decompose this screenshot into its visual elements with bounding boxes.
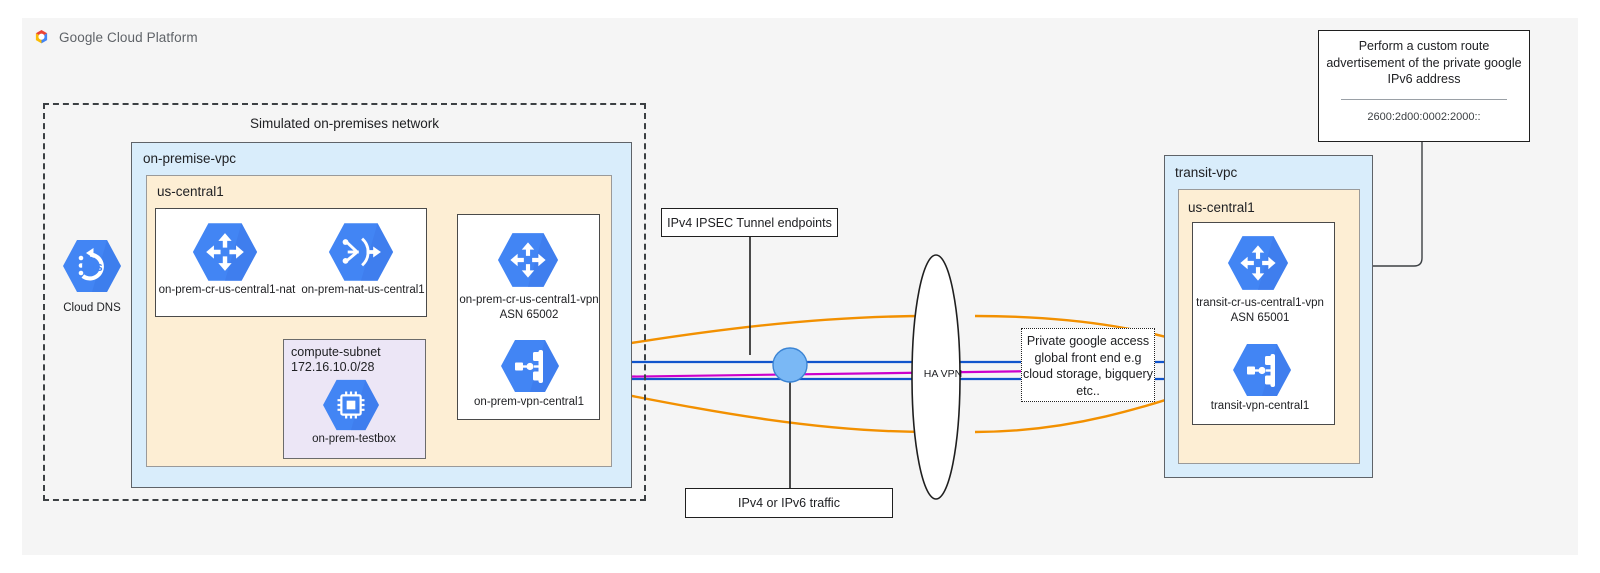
custom-route-divider (1341, 98, 1507, 100)
vpn-gateway-icon (499, 338, 559, 394)
cloud-dns-label: Cloud DNS (63, 302, 121, 314)
transit-cr-vpn-label: transit-cr-us-central1-vpn (1196, 297, 1324, 309)
private-access-line3: cloud storage, bigquery (1023, 367, 1153, 381)
traffic-callout-text: IPv4 or IPv6 traffic (738, 496, 840, 510)
custom-route-line1: Perform a custom route (1358, 39, 1490, 53)
onprem-vpc-title: on-premise-vpc (143, 151, 237, 166)
google-cloud-logo-icon (32, 28, 51, 47)
transit-vpc-title: transit-vpc (1175, 165, 1238, 180)
transit-vpn-gw-node[interactable] (1231, 342, 1291, 396)
ipsec-callout: IPv4 IPSEC Tunnel endpoints (661, 208, 838, 237)
private-access-line4: etc.. (1076, 383, 1100, 398)
cloud-dns-node[interactable]: DNS (57, 238, 127, 316)
onprem-cr-vpn-asn: ASN 65002 (499, 309, 559, 321)
gcp-header: Google Cloud Platform (32, 28, 198, 47)
traffic-callout: IPv4 or IPv6 traffic (685, 488, 893, 518)
ha-vpn-label: HA VPN (923, 368, 963, 380)
onprem-cr-vpn-node[interactable] (496, 231, 562, 289)
custom-route-callout: Perform a custom route advertisement of … (1318, 30, 1530, 142)
cloud-router-icon (191, 221, 263, 283)
onprem-cr-nat-node[interactable] (191, 221, 263, 281)
onprem-boundary (43, 103, 646, 501)
private-access-line1: Private google access (1026, 334, 1150, 348)
onprem-cr-nat-label: on-prem-cr-us-central1-nat (158, 284, 296, 296)
onprem-region-title: us-central1 (157, 184, 224, 199)
transit-region-title: us-central1 (1188, 200, 1255, 215)
cloud-nat-icon (327, 221, 399, 283)
cloud-router-icon (1226, 234, 1292, 292)
private-google-access-box: Private google access global front end e… (1021, 328, 1155, 402)
vpn-gateway-icon (1231, 342, 1291, 398)
cloud-dns-icon: DNS (57, 238, 127, 294)
custom-route-address: 2600:2d00:0002:2000:: (1367, 110, 1481, 123)
onprem-boundary-label: Simulated on-premises network (249, 116, 440, 131)
svg-text:DNS: DNS (81, 263, 102, 274)
cloud-router-icon (496, 231, 562, 289)
gcp-wordmark: Google Cloud Platform (59, 30, 198, 45)
onprem-testbox-node[interactable] (321, 378, 383, 432)
compute-subnet-cidr: 172.16.10.0/28 (291, 360, 375, 374)
onprem-vpn-gw-node[interactable] (499, 338, 559, 392)
custom-route-line2: advertisement of the private google (1326, 55, 1522, 70)
ipsec-callout-text: IPv4 IPSEC Tunnel endpoints (667, 216, 832, 230)
transit-vpn-gw-label: transit-vpn-central1 (1210, 400, 1310, 412)
compute-engine-icon (321, 378, 383, 432)
private-access-line2: global front end e.g (1034, 350, 1142, 365)
onprem-testbox-label: on-prem-testbox (312, 433, 396, 445)
onprem-nat-node[interactable] (327, 221, 399, 281)
custom-route-line3: IPv6 address (1387, 72, 1461, 86)
transit-cr-vpn-node[interactable] (1226, 234, 1292, 292)
onprem-nat-label: on-prem-nat-us-central1 (301, 284, 425, 296)
onprem-vpn-gw-label: on-prem-vpn-central1 (474, 396, 584, 408)
onprem-cr-vpn-label: on-prem-cr-us-central1-vpn (459, 294, 599, 306)
compute-subnet-name: compute-subnet (291, 345, 381, 359)
transit-cr-vpn-asn: ASN 65001 (1230, 312, 1290, 324)
